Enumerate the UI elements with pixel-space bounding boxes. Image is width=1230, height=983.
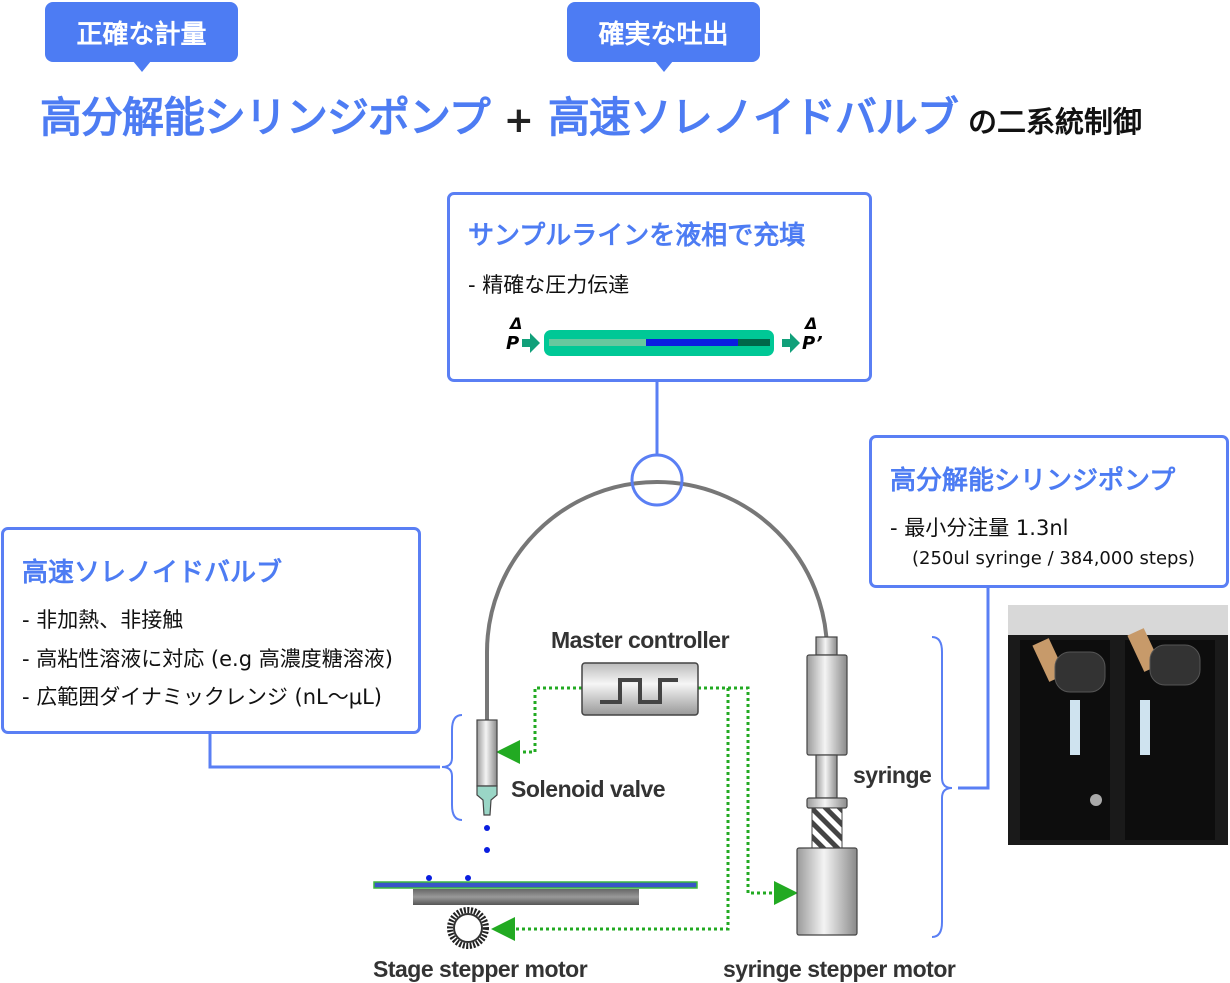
syringe-pump-box: 高分解能シリンジポンプ - 最小分注量 1.3nl (250ul syringe… [869,435,1229,588]
tube-end [738,339,770,346]
connector-line [208,732,440,769]
syringe-tip [815,636,838,656]
pressure-tube-illustration: Δ P Δ P’ [506,314,823,356]
solenoid-valve-label: Solenoid valve [511,776,665,802]
stage-gear-icon [447,907,489,949]
droplet [426,875,432,881]
arrow-right-icon [522,333,540,353]
valve-feature-item: - 広範囲ダイナミックレンジ (nL～μL) [22,685,382,709]
badge-accurate-metering: 正確な計量 [45,2,238,72]
syringe-pump-title: 高分解能シリンジポンプ [890,466,1176,496]
lead-screw [811,807,843,849]
tube-empty [549,339,646,346]
p-left: P [506,333,519,354]
title-solenoid-valve: 高速ソレノイドバルブ [547,93,959,142]
signal-to-syringe-motor [698,686,798,905]
valve-nozzle [476,785,498,816]
syringe-pump-item: - 最小分注量 1.3nl [890,516,1069,540]
syringe-motor-label: syringe stepper motor [723,956,956,982]
syringe-barrel [806,654,848,756]
droplet [484,825,490,831]
pulse-icon [600,678,678,704]
signal-to-stage-motor [491,688,730,941]
delta-right: Δ [803,314,817,333]
master-controller-label: Master controller [551,627,730,653]
sample-line-title: サンプルラインを液相で充填 [468,221,806,251]
brace-syringe [931,636,953,938]
syringe-stepper-motor [796,847,858,936]
connector-line [958,587,990,790]
droplet [484,847,490,853]
syringe-collar [806,797,848,809]
p-right: P’ [802,333,823,354]
syringe-pump-sub: (250ul syringe / 384,000 steps) [912,548,1195,569]
stage-motor-label: Stage stepper motor [373,956,588,982]
valve-feature-item: - 非加熱、非接触 [22,608,184,632]
sample-line-item: - 精確な圧力伝達 [468,273,630,297]
sample-line-box: サンプルラインを液相で充填 - 精確な圧力伝達 Δ P Δ P’ [447,192,872,382]
title-syringe-pump: 高分解能シリンジポンプ [40,93,491,142]
solenoid-valve [476,719,498,787]
sample-line-tube [485,480,829,722]
syringe-pump-photo [1008,605,1228,845]
gear-hub [453,913,483,943]
arrow-right-icon [782,333,800,353]
title-plus: + [503,100,534,141]
page-title: 高分解能シリンジポンプ + 高速ソレノイドバルブの二系統制御 [40,84,1142,145]
signal-to-valve [496,686,582,764]
highlight-circle [630,453,684,507]
title-suffix: の二系統制御 [967,105,1142,139]
stage-plate [373,881,698,889]
brace-valve [441,714,463,821]
delta-left: Δ [508,314,522,333]
solenoid-valve-title: 高速ソレノイドバルブ [22,558,283,588]
tube-liquid [646,339,738,346]
droplet [465,875,471,881]
stage-rail [413,889,639,905]
valve-feature-item: - 高粘性溶液に対応 (e.g 高濃度糖溶液) [22,647,393,671]
syringe-label: syringe [853,762,931,788]
solenoid-valve-box: 高速ソレノイドバルブ - 非加熱、非接触 - 高粘性溶液に対応 (e.g 高濃度… [1,527,421,734]
syringe-plunger [815,754,838,799]
badge-reliable-dispensing: 確実な吐出 [567,2,760,72]
